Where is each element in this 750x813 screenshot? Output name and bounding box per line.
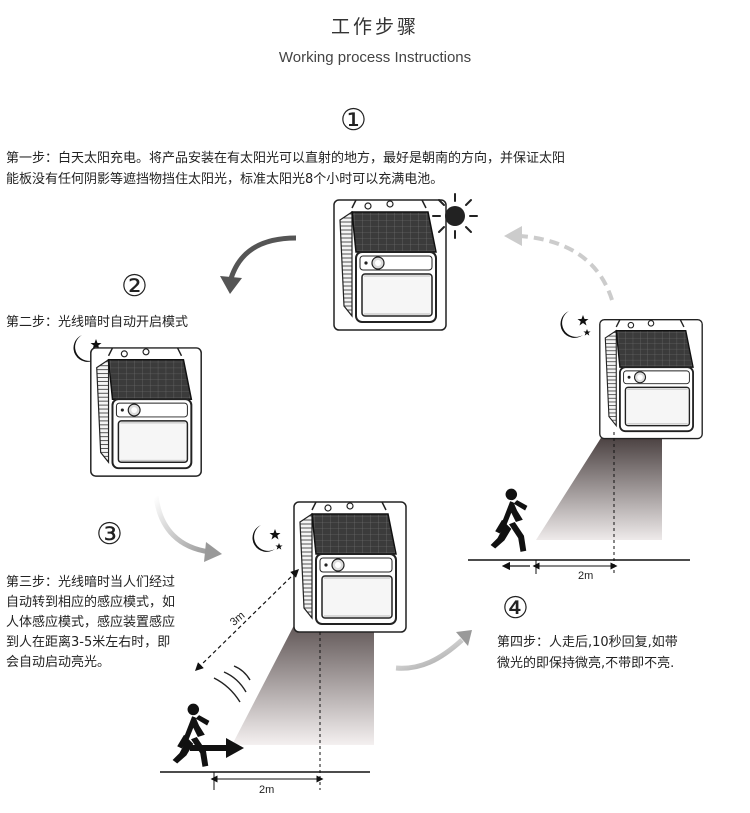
step-2-number: ② (121, 269, 148, 304)
step-3-line-1: 第三步：光线暗时当人们经过 (6, 575, 176, 590)
step-4-light-beam (536, 430, 662, 540)
arrow-step1-to-step2 (220, 235, 297, 294)
distance-label-step3-2m: 2m (259, 784, 275, 796)
step-3-light-beam (232, 606, 374, 745)
page-title: 工作步骤 (330, 16, 419, 38)
step-4-running-person-icon (490, 488, 528, 552)
step-1-lamp (333, 199, 447, 331)
step-4-description: 第四步：人走后,10秒回复,如带 微光的即保持微亮,不带即不亮. (497, 632, 678, 674)
step-3-running-person-icon (172, 703, 244, 767)
step-3-line-2: 自动转到相应的感应模式，如 (6, 595, 176, 610)
step-1-line-1: 第一步：白天太阳充电。将产品安装在有太阳光可以直射的地方，最好是朝南的方向，并保… (6, 151, 566, 166)
distance-line-step3-2m (210, 772, 324, 790)
step-3-line-3: 人体感应模式，感应装置感应 (6, 615, 176, 630)
step-1-description: 第一步：白天太阳充电。将产品安装在有太阳光可以直射的地方，最好是朝南的方向，并保… (6, 148, 746, 190)
step-4-lamp (598, 318, 704, 440)
distance-line-step4-2m (532, 560, 618, 574)
arrow-step2-to-step3 (153, 495, 222, 562)
step-2-lamp (89, 346, 203, 478)
step-3-lamp (293, 501, 407, 633)
page-subtitle: Working process Instructions (278, 49, 472, 66)
step-3-line-5: 会自动启动亮光。 (6, 655, 111, 670)
arrow-step4-to-step1 (504, 226, 614, 301)
step-3-description: 第三步：光线暗时当人们经过 自动转到相应的感应模式，如 人体感应模式，感应装置感… (6, 573, 175, 673)
step-2-line-1: 第二步：光线暗时自动开启模式 (6, 315, 189, 330)
step-3-moon-icon (252, 525, 283, 552)
arrow-step3-to-step4 (395, 630, 472, 671)
step-4-line-1: 第四步：人走后,10秒回复,如带 (497, 635, 678, 650)
sensor-waves (213, 665, 251, 703)
step-4-moon-icon (560, 311, 591, 338)
step-2-description: 第二步：光线暗时自动开启模式 (6, 312, 188, 333)
sun-icon (432, 193, 478, 239)
step-3-number: ③ (96, 517, 123, 552)
step-4-number: ④ (502, 591, 529, 626)
step-3-line-4: 到人在距离3-5米左右时，即 (6, 635, 171, 650)
step-1-number: ① (340, 103, 367, 138)
step-4-line-2: 微光的即保持微亮,不带即不亮. (497, 656, 675, 671)
distance-label-step4-2m: 2m (578, 570, 594, 582)
step-1-line-2: 能板没有任何阴影等遮挡物挡住太阳光，标准太阳光8个小时可以充满电池。 (6, 172, 444, 187)
distance-line-3m (194, 569, 300, 671)
